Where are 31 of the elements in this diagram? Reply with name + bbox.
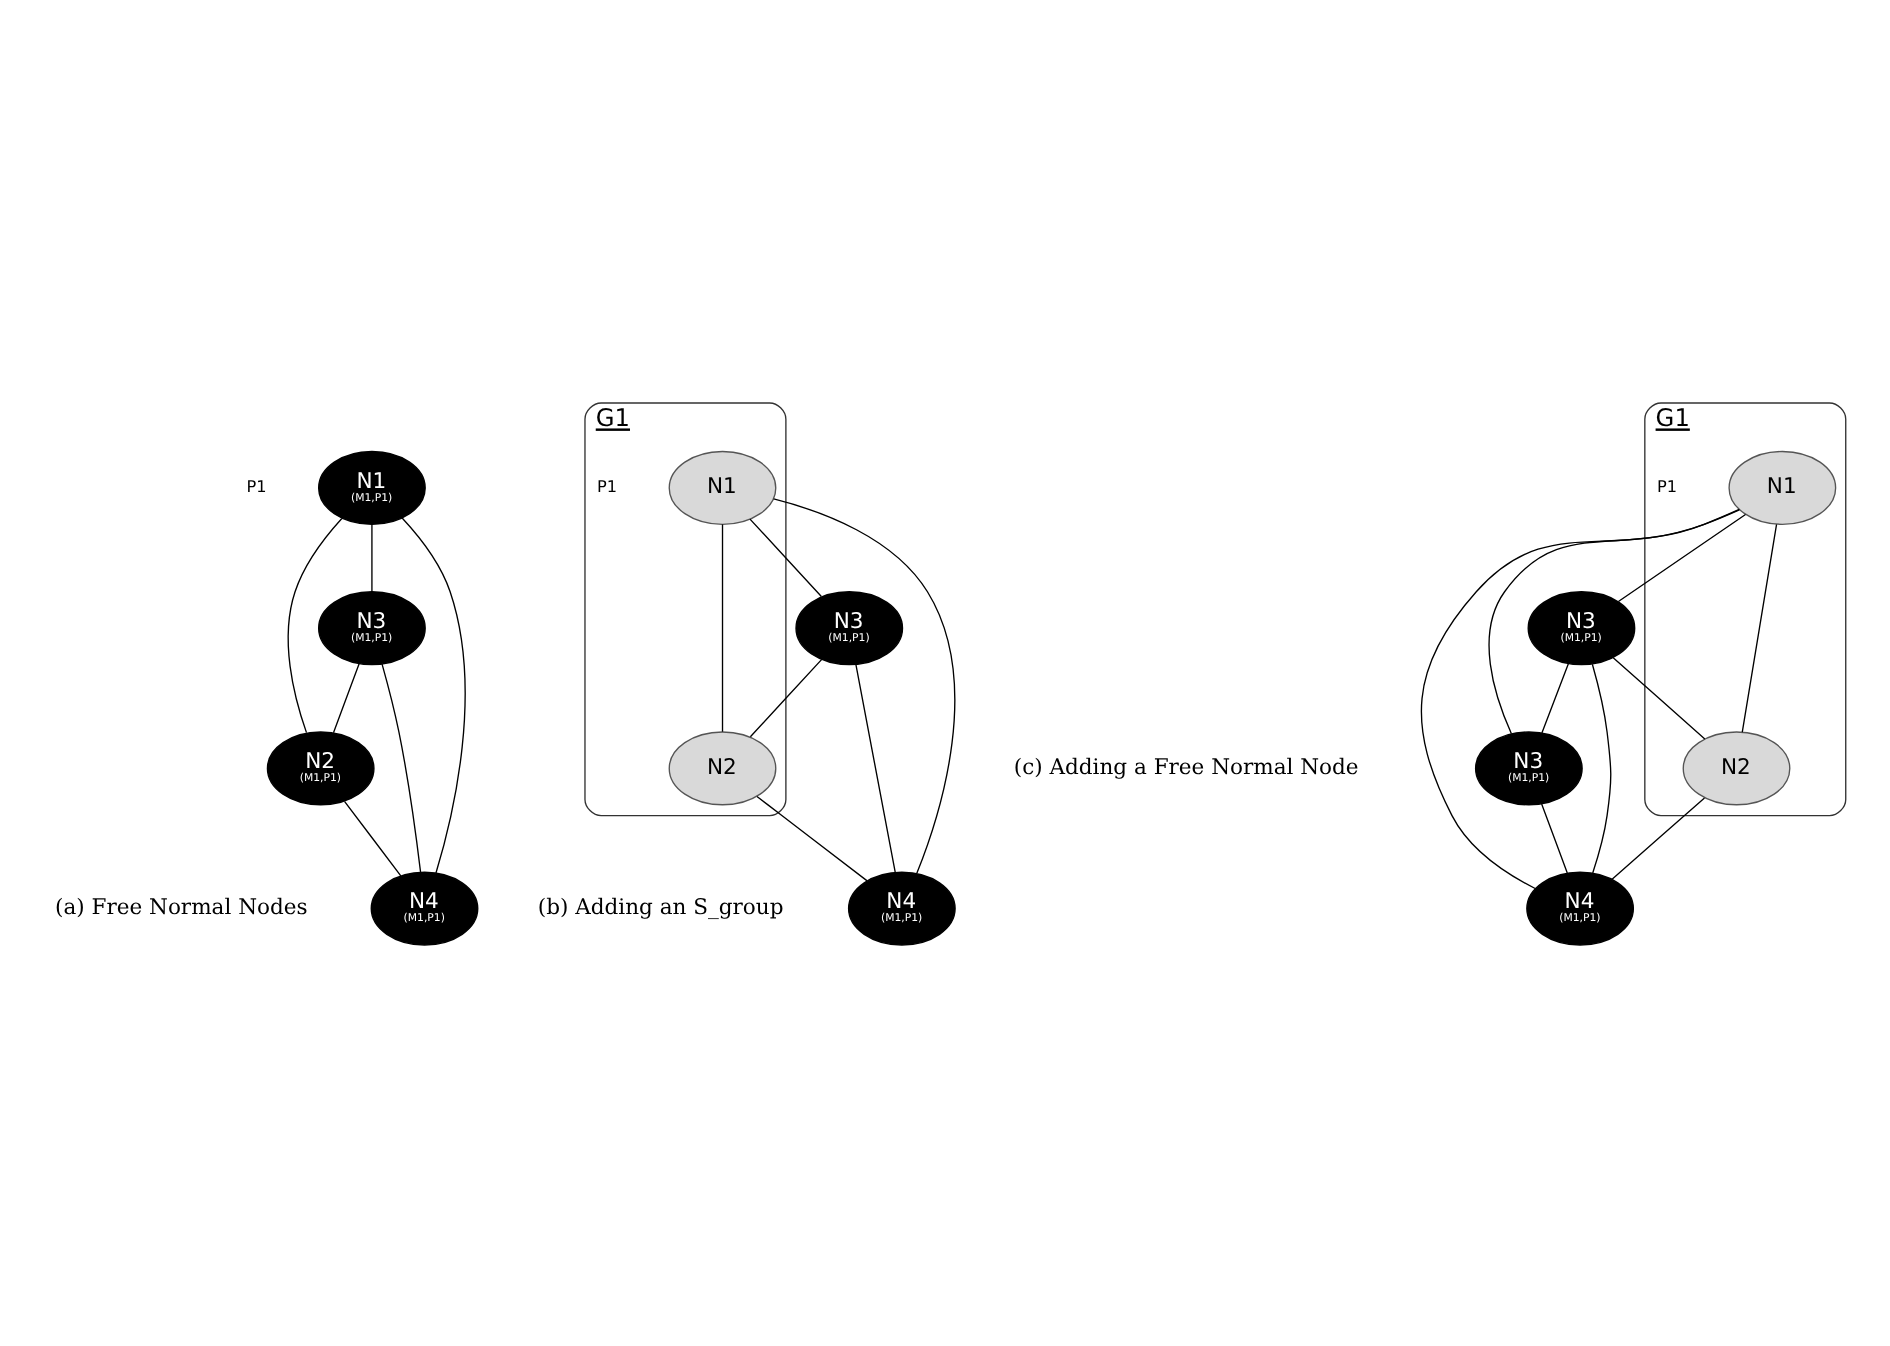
connector [1541, 661, 1570, 733]
connector [1488, 507, 1740, 734]
connector [332, 662, 360, 733]
node-label: P1 [246, 475, 267, 496]
label: (b) Adding an S_group [537, 892, 784, 919]
connector [1541, 802, 1568, 873]
node-ellipse: N1 [1728, 449, 1837, 524]
connector [855, 663, 896, 873]
connector [343, 799, 402, 876]
connector [371, 522, 373, 591]
connector [1617, 512, 1747, 602]
node-label: P1 [1656, 475, 1677, 496]
label: (c) Adding a Free Normal Node [1013, 752, 1359, 779]
connector [721, 522, 724, 732]
connector [401, 516, 466, 873]
connector [1420, 508, 1741, 889]
node-ellipse: N1 [668, 449, 777, 524]
connector [1611, 796, 1706, 879]
connector [1741, 522, 1778, 732]
connector [749, 517, 823, 597]
connector [773, 497, 956, 874]
connector [381, 662, 422, 872]
connector [287, 516, 343, 733]
connector [1612, 656, 1706, 739]
label: (a) Free Normal Nodes [55, 892, 308, 919]
connector [756, 794, 868, 881]
connector [1591, 662, 1612, 873]
node-label: P1 [597, 475, 618, 496]
node-ellipse: N2 [668, 730, 777, 805]
node-ellipse: N2 [1682, 730, 1791, 805]
connector [749, 657, 823, 737]
